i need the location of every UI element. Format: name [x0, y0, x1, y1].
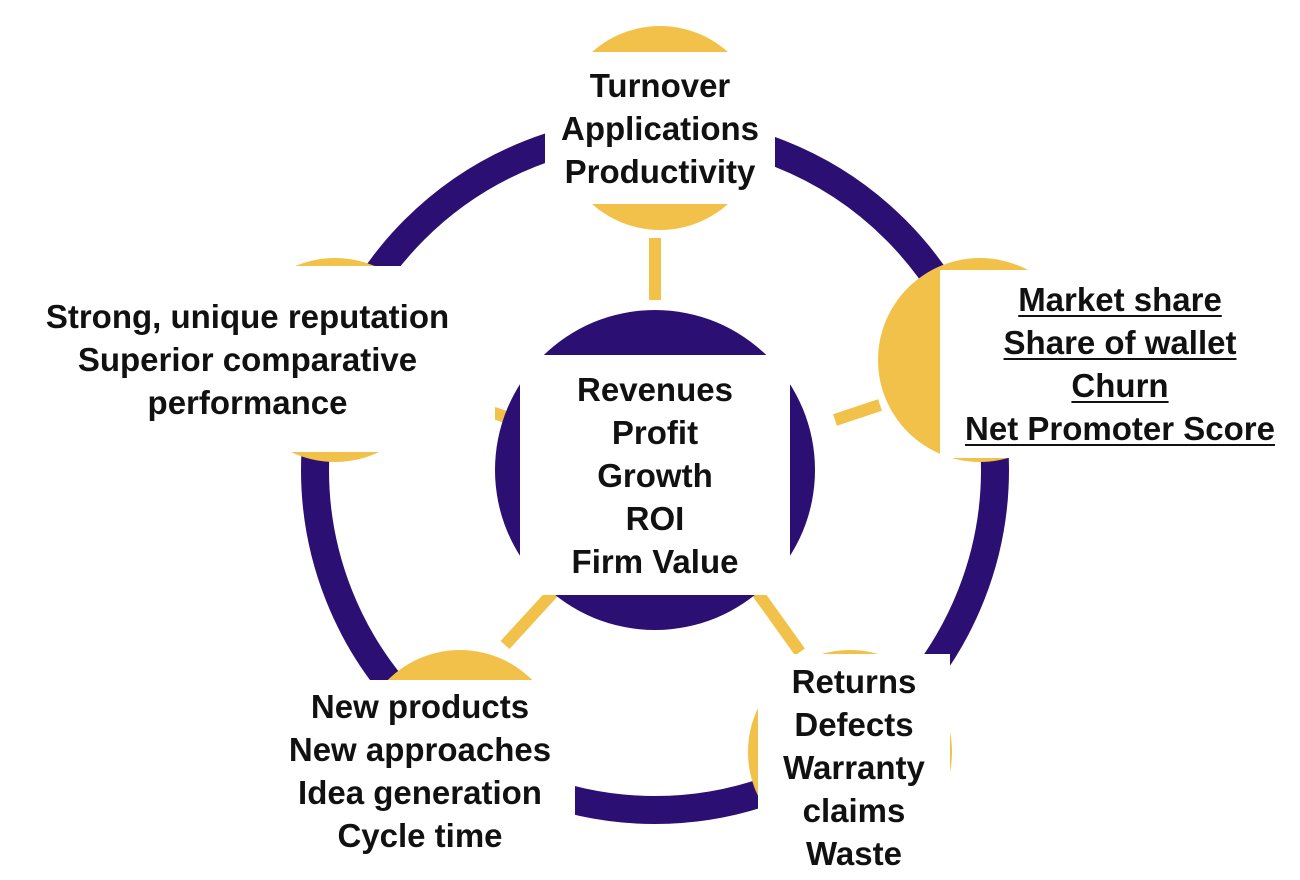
node-bottom-right-line: claims: [802, 791, 906, 829]
node-bottom-left: New products New approaches Idea generat…: [265, 680, 575, 862]
node-right-line: Churn: [1071, 367, 1169, 404]
node-bottom-left-line: New approaches: [288, 731, 552, 768]
center-line: Profit: [611, 413, 699, 451]
center-line: Firm Value: [571, 542, 739, 580]
node-bottom-right: Returns Defects Warranty claims Waste: [758, 654, 950, 880]
node-top-line: Applications: [560, 109, 760, 147]
node-top-line: Turnover: [589, 66, 731, 104]
node-bottom-right-line: Warranty: [783, 748, 925, 786]
node-bottom-left-line: Idea generation: [298, 774, 542, 811]
node-bottom-right-line: Returns: [791, 662, 917, 700]
node-right-line: Share of wallet: [1003, 324, 1237, 361]
node-bottom-right-line: Defects: [794, 705, 914, 743]
node-right: Market share Share of wallet Churn Net P…: [940, 270, 1300, 458]
node-left-line: performance: [147, 383, 348, 421]
node-right-line: Market share: [1018, 281, 1222, 318]
node-top-line: Productivity: [564, 152, 756, 190]
node-right-line: Net Promoter Score: [965, 410, 1275, 447]
node-left-line: Strong, unique reputation: [45, 297, 450, 335]
node-left-line: Superior comparative: [77, 340, 418, 378]
node-top: Turnover Applications Productivity: [545, 52, 775, 204]
center-line: ROI: [625, 499, 685, 537]
node-bottom-right-line: Waste: [806, 834, 902, 872]
node-bottom-left-line: New products: [310, 688, 530, 725]
node-left: Strong, unique reputation Superior compa…: [0, 266, 495, 452]
spoke-bottom-left: [500, 580, 565, 650]
center-node: Revenues Profit Growth ROI Firm Value: [520, 355, 790, 595]
center-line: Growth: [597, 456, 713, 494]
spoke-bottom-right: [747, 581, 805, 656]
spoke-right: [833, 399, 882, 426]
node-bottom-left-line: Cycle time: [337, 817, 503, 854]
center-line: Revenues: [577, 370, 733, 408]
